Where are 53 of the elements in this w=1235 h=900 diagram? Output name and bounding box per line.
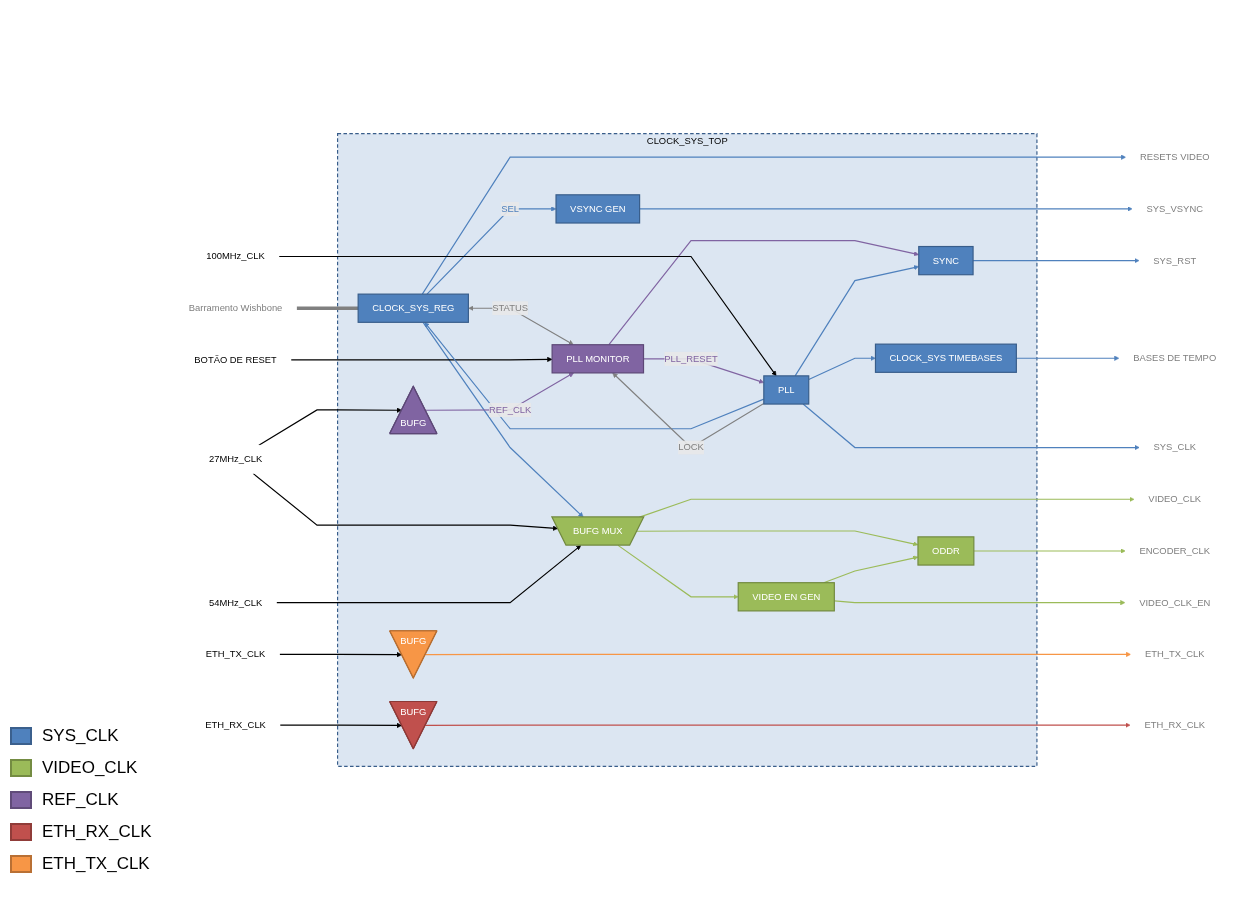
arrow (278, 652, 402, 658)
legend-label: SYS_CLK (42, 726, 119, 746)
arrow (278, 255, 777, 377)
node-text: VIDEO_CLK (1148, 493, 1202, 504)
node-box: CLOCK_SYS_REG (357, 293, 469, 323)
node-text: Barramento Wishbone (188, 302, 283, 313)
edge-label: PLL_RESET (664, 353, 718, 364)
node-text: ETH_TX_CLK (205, 649, 266, 660)
node-box: PLL MONITOR (551, 344, 645, 374)
arrow (802, 403, 1140, 451)
node-text: VIDEO_CLK_EN (1139, 597, 1211, 608)
node-text: BASES DE TEMPO (1133, 352, 1217, 363)
legend-label: ETH_TX_CLK (42, 854, 150, 874)
node-text: SYS_VSYNC (1146, 203, 1203, 214)
arrow (808, 355, 876, 381)
arrow (426, 206, 557, 295)
node-box: CLOCK_SYS TIMEBASES (874, 343, 1017, 373)
edge-label: STATUS (492, 302, 528, 313)
arrow (608, 240, 919, 346)
arrow (639, 206, 1133, 212)
legend-label: REF_CLK (42, 790, 119, 810)
node-box: VIDEO EN GEN (737, 582, 835, 612)
node-box: SYNC (918, 245, 974, 276)
node-text: RESETS VIDEO (1140, 151, 1210, 162)
arrow (424, 651, 1132, 657)
edge-label: SEL (501, 203, 519, 214)
node-box: VSYNC GEN (555, 194, 641, 224)
legend-label: VIDEO_CLK (42, 758, 138, 778)
edge-label: LOCK (678, 442, 704, 453)
node-text: ENCODER_CLK (1139, 545, 1211, 556)
node-text: 54MHz_CLK (208, 597, 263, 608)
connector (296, 306, 359, 310)
node-text: ETH_TX_CLK (1144, 649, 1205, 660)
node-text: 27MHz_CLK (208, 453, 263, 464)
node-box: ODDR (917, 536, 975, 566)
arrow (258, 407, 402, 446)
edge-label: REF_CLK (488, 404, 532, 415)
node-text: BOTÃO DE RESET (194, 354, 277, 365)
arrow (424, 722, 1131, 728)
arrow (279, 722, 402, 728)
arrow (252, 472, 559, 531)
node-text: SYS_RST (1153, 255, 1197, 266)
node-text: ETH_RX_CLK (1144, 719, 1206, 730)
node-box: PLL (763, 375, 810, 405)
arrow (973, 548, 1126, 554)
node-text: SYS_CLK (1153, 442, 1196, 453)
legend-label: ETH_RX_CLK (42, 822, 152, 842)
arrow (421, 154, 1127, 295)
node-text: ETH_RX_CLK (205, 719, 266, 730)
arrow (290, 356, 553, 362)
arrow (794, 265, 919, 377)
arrow (275, 545, 582, 604)
node-text: 100MHz_CLK (206, 251, 265, 262)
